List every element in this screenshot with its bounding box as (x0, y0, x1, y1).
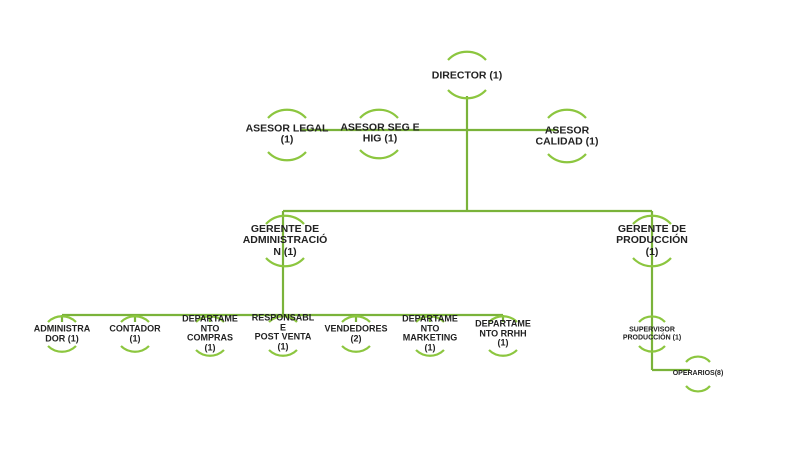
arc-operarios-bottom (685, 385, 711, 393)
node-administrador: ADMINISTRA DOR (1) (33, 323, 91, 343)
node-operarios: OPERARIOS(8) (672, 370, 724, 378)
arc-gerente-prod-bottom (632, 257, 672, 268)
node-asesor-seg: ASESOR SEG E HIG (1) (340, 121, 420, 145)
arc-dep-marketing-bottom (415, 349, 445, 357)
arc-resp-postventa-top (268, 315, 298, 323)
node-gerente-administracion: GERENTE DE ADMINISTRACIÓ N (1) (242, 223, 328, 258)
node-contador: CONTADOR (1) (109, 323, 161, 343)
node-supervisor-produccion: SUPERVISOR PRODUCCIÓN (1) (622, 326, 682, 341)
arc-supervisor-bottom (638, 345, 666, 353)
arc-dep-rrhh-top (488, 315, 518, 323)
arc-asesor-calidad-bottom (547, 153, 587, 164)
arc-gerente-admin-top (265, 214, 305, 225)
arc-director-bottom (447, 89, 487, 100)
arc-asesor-legal-bottom (267, 151, 307, 162)
arc-supervisor-top (638, 315, 666, 323)
arc-asesor-seg-top (359, 108, 399, 119)
arc-gerente-admin-bottom (265, 257, 305, 268)
arc-dep-marketing-top (415, 315, 445, 323)
node-departamento-marketing: DEPARTAME NTO MARKETING (1) (402, 313, 458, 353)
arc-dep-compras-bottom (195, 349, 225, 357)
node-arcs (47, 50, 711, 393)
arc-asesor-legal-top (267, 108, 307, 119)
arc-administrador-bottom (47, 345, 77, 353)
node-responsable-postventa: RESPONSABL E POST VENTA (1) (251, 312, 315, 352)
arc-asesor-seg-bottom (359, 149, 399, 160)
arc-resp-postventa-bottom (268, 349, 298, 357)
node-asesor-legal: ASESOR LEGAL (1) (245, 122, 329, 146)
node-departamento-compras: DEPARTAME NTO COMPRAS (1) (182, 313, 238, 353)
node-vendedores: VENDEDORES (2) (324, 323, 388, 343)
node-asesor-calidad: ASESOR CALIDAD (1) (535, 124, 599, 148)
arc-operarios-top (685, 355, 711, 363)
arc-vendedores-bottom (341, 345, 371, 353)
arc-contador-bottom (120, 345, 150, 353)
arc-contador-top (120, 315, 150, 323)
arc-gerente-prod-top (632, 214, 672, 225)
arc-asesor-calidad-top (547, 108, 587, 119)
arc-dep-rrhh-bottom (488, 349, 518, 357)
node-gerente-produccion: GERENTE DE PRODUCCIÓN (1) (616, 223, 688, 258)
node-director: DIRECTOR (1) (431, 69, 503, 82)
arc-administrador-top (47, 315, 77, 323)
arc-dep-compras-top (195, 315, 225, 323)
node-departamento-rrhh: DEPARTAME NTO RRHH (1) (475, 318, 531, 348)
arc-vendedores-top (341, 315, 371, 323)
arc-director-top (447, 50, 487, 61)
